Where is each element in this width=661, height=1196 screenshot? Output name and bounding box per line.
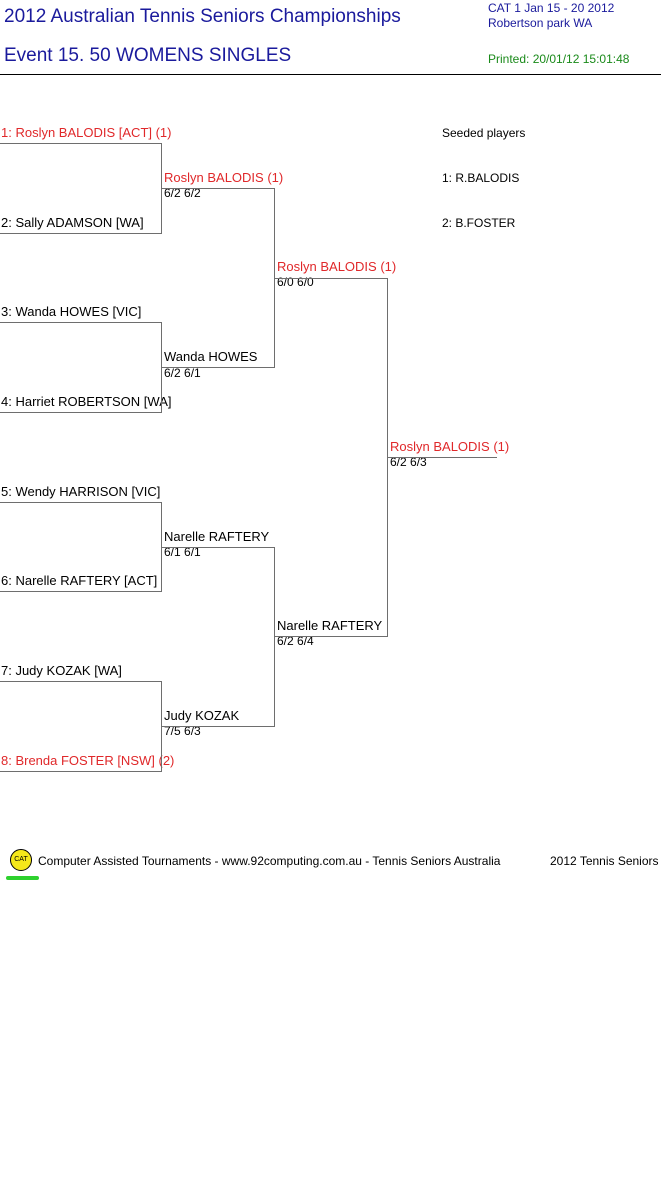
bracket-line [161, 681, 162, 772]
bracket-line [0, 502, 161, 503]
bracket-line [0, 771, 161, 772]
draw-entrant: 6: Narelle RAFTERY [ACT] [1, 573, 158, 588]
match-score: 6/2 6/4 [277, 634, 314, 648]
match-score: 7/5 6/3 [164, 724, 201, 738]
bracket-line [0, 233, 161, 234]
match-winner: Roslyn BALODIS (1) [164, 170, 284, 185]
category-dates: CAT 1 Jan 15 - 20 2012 [488, 1, 615, 15]
cat-logo-icon: CAT [10, 849, 32, 871]
printed-timestamp: Printed: 20/01/12 15:01:48 [488, 52, 630, 66]
seeded-player: 2: B.FOSTER [442, 216, 516, 230]
match-winner: Wanda HOWES [164, 349, 258, 364]
match-winner: Narelle RAFTERY [277, 618, 383, 633]
draw-entrant: 8: Brenda FOSTER [NSW] (2) [1, 753, 175, 768]
seeded-player: 1: R.BALODIS [442, 171, 520, 185]
draw-entrant: 4: Harriet ROBERTSON [WA] [1, 394, 172, 409]
draw-entrant: 3: Wanda HOWES [VIC] [1, 304, 142, 319]
bracket-line [162, 547, 274, 548]
bracket-line [161, 502, 162, 592]
footer-credit: Computer Assisted Tournaments - www.92co… [38, 854, 501, 868]
match-score: 6/1 6/1 [164, 545, 201, 559]
bracket-line [162, 188, 274, 189]
tournament-title: 2012 Australian Tennis Seniors Champions… [4, 6, 401, 27]
bracket-line [274, 188, 275, 368]
logo-underline [6, 876, 39, 880]
bracket-line [274, 547, 275, 727]
bracket-line [0, 681, 161, 682]
bracket-line [0, 143, 161, 144]
draw-entrant: 1: Roslyn BALODIS [ACT] (1) [1, 125, 172, 140]
bracket-line [387, 278, 388, 637]
venue: Robertson park WA [488, 16, 593, 30]
bracket-line [0, 591, 161, 592]
event-title: Event 15. 50 WOMENS SINGLES [4, 45, 292, 66]
match-score: 6/2 6/1 [164, 366, 201, 380]
match-winner: Judy KOZAK [164, 708, 240, 723]
match-winner: Narelle RAFTERY [164, 529, 270, 544]
draw-entrant: 7: Judy KOZAK [WA] [1, 663, 122, 678]
match-winner: Roslyn BALODIS (1) [277, 259, 397, 274]
bracket-line [275, 278, 387, 279]
draw-entrant: 5: Wendy HARRISON [VIC] [1, 484, 161, 499]
header-divider [0, 74, 661, 75]
bracket-line [161, 143, 162, 234]
bracket-line [0, 322, 161, 323]
footer-right-text: 2012 Tennis Seniors [550, 854, 659, 868]
bracket-line [0, 412, 161, 413]
bracket-line [162, 726, 274, 727]
bracket-line [162, 367, 274, 368]
champion-name: Roslyn BALODIS (1) [390, 439, 510, 454]
bracket-line [275, 636, 387, 637]
bracket-line [388, 457, 497, 458]
match-score: 6/0 6/0 [277, 275, 314, 289]
draw-entrant: 2: Sally ADAMSON [WA] [1, 215, 144, 230]
seeded-heading: Seeded players [442, 126, 526, 140]
match-score: 6/2 6/2 [164, 186, 201, 200]
champion-score: 6/2 6/3 [390, 455, 427, 469]
bracket-line [161, 322, 162, 413]
